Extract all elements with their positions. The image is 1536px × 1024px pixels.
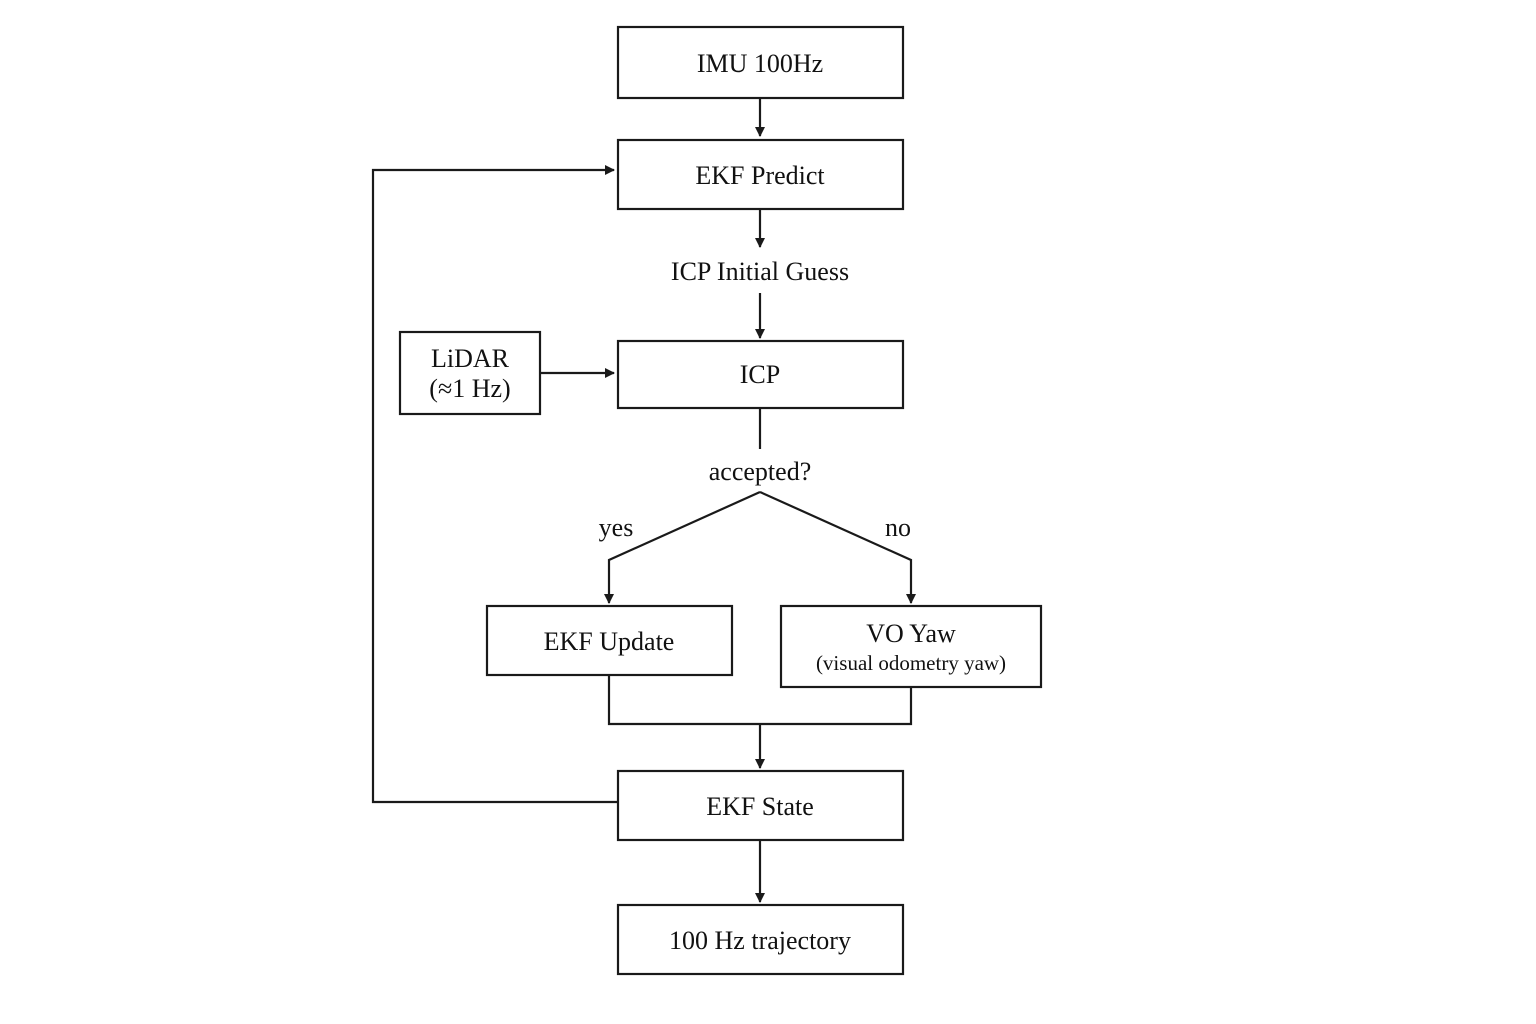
node-lidar: LiDAR (≈1 Hz) [398,330,542,416]
node-vo-yaw-label: VO Yaw [866,619,956,648]
decision-accepted-label: accepted? [709,457,811,486]
edge-decision-no [759,490,916,604]
node-trajectory: 100 Hz trajectory [616,903,905,976]
node-lidar-line1: LiDAR [431,344,510,373]
edge-feedback-loop [371,165,618,804]
node-ekf-predict-label: EKF Predict [695,161,825,190]
node-icp-label: ICP [740,360,780,389]
icp-initial-guess-label: ICP Initial Guess [671,257,849,286]
node-vo-yaw-sublabel: (visual odometry yaw) [816,651,1006,675]
node-imu: IMU 100Hz [616,25,905,100]
node-icp: ICP [616,339,905,410]
node-lidar-line2: (≈1 Hz) [429,374,510,403]
node-vo-yaw: VO Yaw (visual odometry yaw) [779,604,1043,689]
branch-no-label: no [885,513,911,542]
node-trajectory-label: 100 Hz trajectory [669,926,851,955]
node-ekf-predict: EKF Predict [616,138,905,211]
node-imu-label: IMU 100Hz [697,49,823,78]
branch-yes-label: yes [599,513,634,542]
node-ekf-state: EKF State [616,769,905,842]
edge-decision-yes [604,490,761,604]
node-ekf-update-label: EKF Update [544,627,675,656]
node-ekf-state-label: EKF State [706,792,814,821]
node-ekf-update: EKF Update [485,604,734,677]
